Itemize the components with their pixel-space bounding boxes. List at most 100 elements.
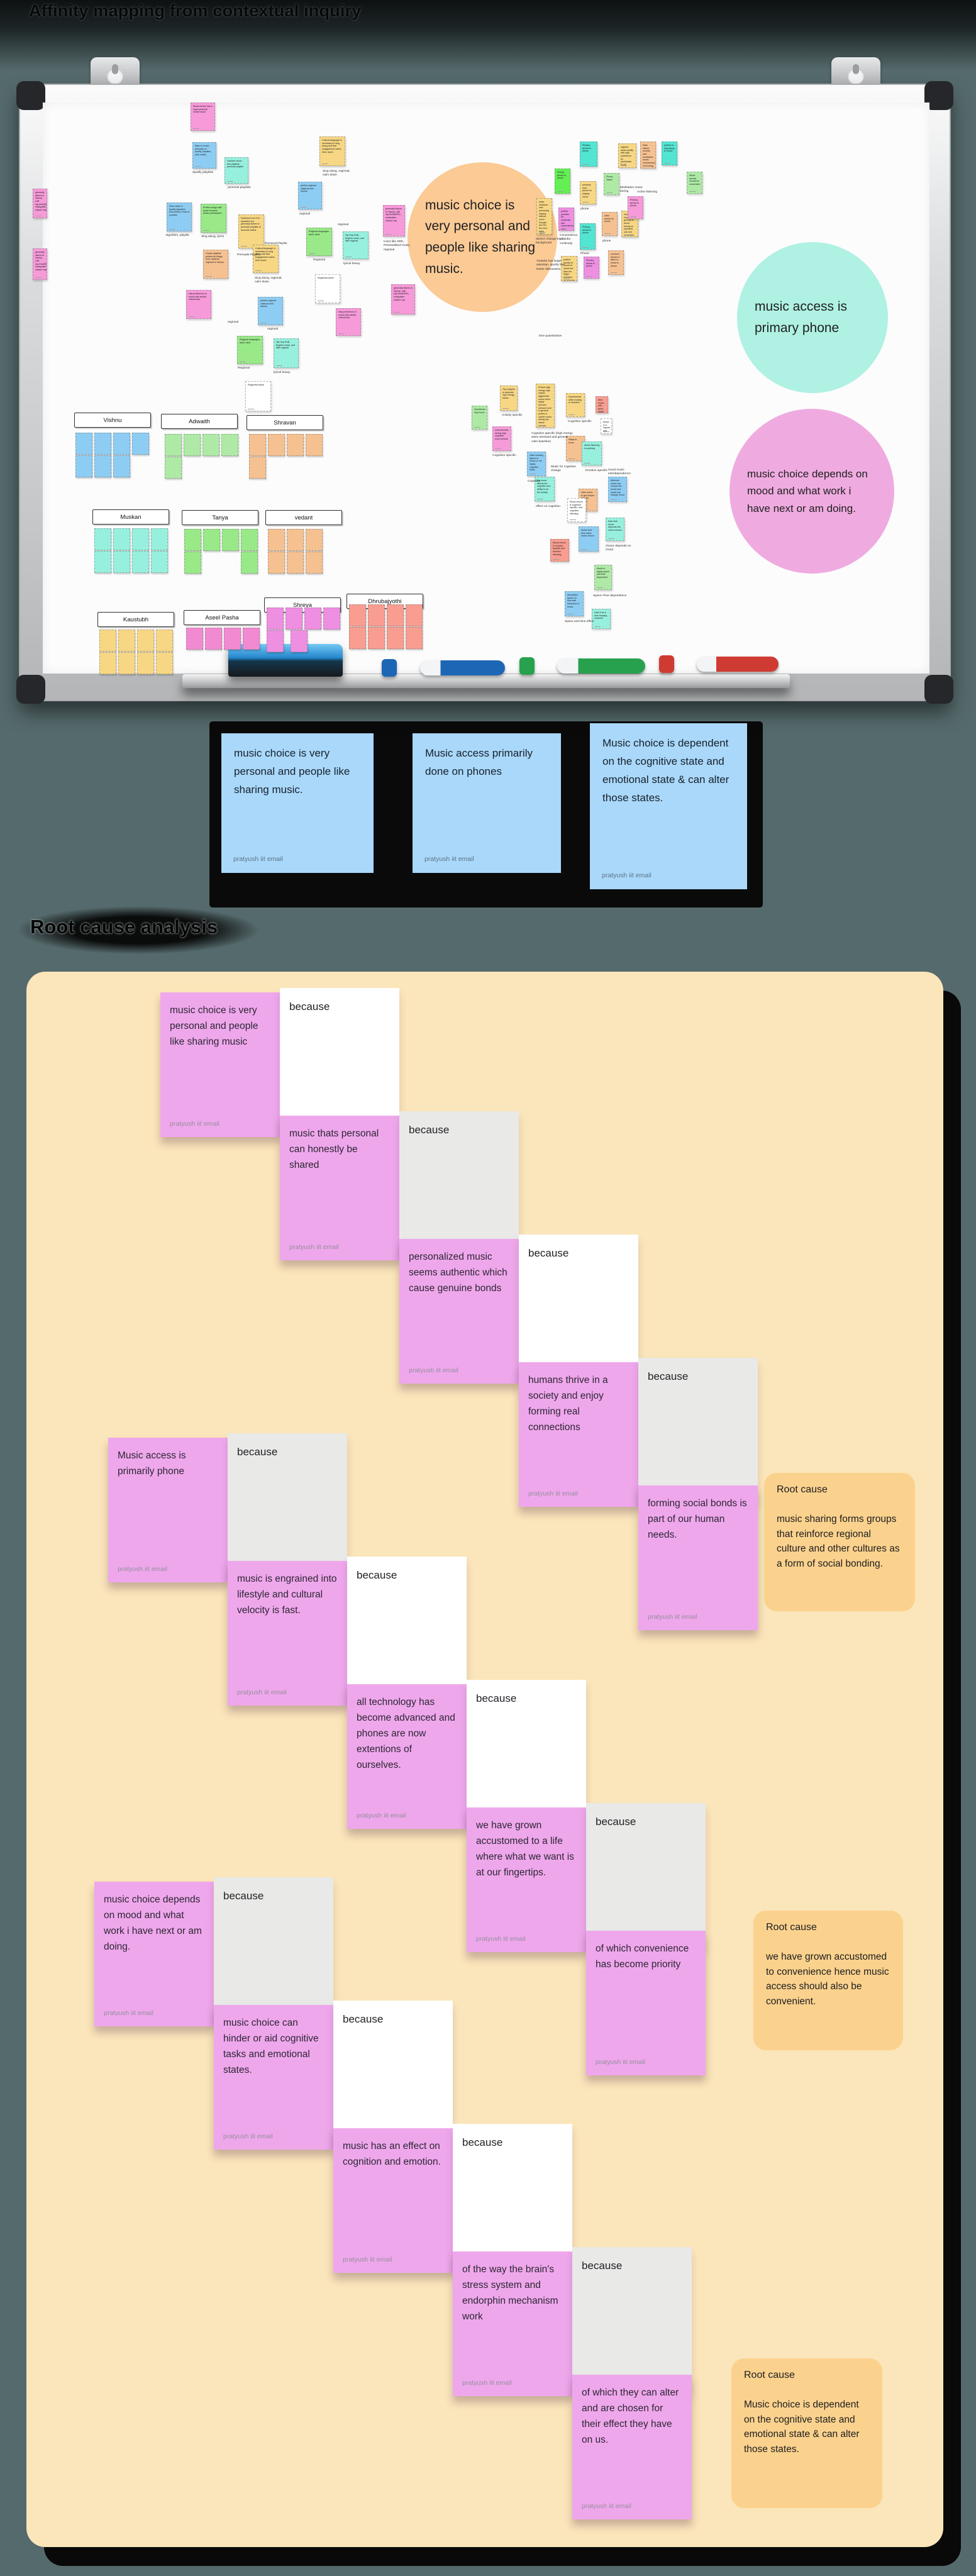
sticky-note[interactable]: Primay device is phone [555, 169, 570, 194]
participant-frame[interactable]: Shreya [264, 597, 341, 613]
because-note[interactable]: becausepratyush iit email [333, 2001, 453, 2145]
sticky-note[interactable]: the music affects the cognition and abil… [535, 477, 555, 501]
sticky-note[interactable]: feels that mood depends the music chosen [606, 518, 624, 541]
sticky-note-mini[interactable] [221, 434, 238, 456]
cause-note[interactable]: music choice is very personal and people… [160, 992, 280, 1137]
board-label[interactable]: effect on cognition [536, 505, 560, 508]
sticky-note-mini[interactable] [137, 630, 154, 652]
sticky-note-mini[interactable] [156, 630, 173, 652]
cause-note[interactable]: music choice depends on mood and what wo… [94, 1882, 214, 2026]
sticky-note-mini[interactable] [241, 552, 258, 574]
sticky-note[interactable]: associates space nd time with what kind … [565, 591, 584, 616]
participant-frame[interactable]: Aseel Pasha [184, 610, 260, 625]
participant-frame[interactable]: Adwaith [161, 414, 238, 429]
cause-note[interactable]: music is engrained into lifestyle and cu… [228, 1561, 347, 1706]
board-label[interactable]: Regional [238, 367, 250, 370]
sticky-note-mini[interactable] [306, 529, 323, 551]
board-label[interactable]: Convenience, youtube, continuity [560, 234, 579, 245]
cause-note[interactable]: music thats personal can honestly be sha… [280, 1116, 399, 1260]
board-label[interactable]: Sing along, regional, calm down [255, 277, 282, 284]
sticky-note-mini[interactable] [203, 529, 220, 551]
sticky-note-mini[interactable] [94, 455, 111, 477]
sticky-note-mini[interactable] [287, 529, 304, 551]
board-label[interactable]: Cognition [528, 480, 541, 483]
sticky-note[interactable]: Uses phone for music [602, 212, 618, 236]
sticky-note[interactable]: Has preference to music with similar cul… [336, 308, 361, 336]
sticky-note[interactable]: likes music with good beats as a hobby [596, 396, 608, 413]
board-label[interactable]: lyrical heavy [274, 371, 291, 374]
sticky-note-mini[interactable] [287, 552, 304, 574]
sticky-note[interactable]: Music is a regular part of day [601, 418, 612, 434]
sticky-note-mini[interactable] [186, 628, 203, 650]
sticky-note-mini[interactable] [99, 630, 116, 652]
sticky-note-mini[interactable] [156, 652, 173, 674]
sticky-note[interactable]: prefers youtube for continuity and conve… [558, 208, 574, 231]
cause-note[interactable]: of the way the brain's stress system and… [453, 2251, 572, 2396]
sticky-note-mini[interactable] [118, 630, 135, 652]
sticky-note[interactable]: Regional languages, tamil, hindi [237, 336, 263, 364]
because-note[interactable]: becausepratyush iit email [347, 1557, 467, 1701]
sticky-note-mini[interactable] [94, 433, 111, 455]
sticky-note[interactable]: Has preference to music with similar cul… [186, 290, 211, 319]
sticky-note-mini[interactable] [165, 457, 182, 479]
cause-note[interactable]: personalized music seems authentic which… [399, 1239, 519, 1384]
sticky-note-mini[interactable] [249, 457, 266, 479]
summary-card[interactable]: Music choice is dependent on the cogniti… [590, 723, 747, 889]
board-label[interactable]: Music for cognitive change [551, 465, 576, 473]
sticky-note[interactable]: Prefers songs with lyrics because active… [201, 204, 226, 233]
because-note[interactable]: becausepratyush iit email [228, 1433, 347, 1578]
because-note[interactable]: becausepratyush iit email [453, 2124, 572, 2268]
sticky-note[interactable]: generally listens to hiphop, chill rap,h… [391, 284, 415, 314]
sticky-note-mini[interactable] [387, 627, 404, 649]
sticky-note-mini[interactable] [267, 630, 284, 652]
sticky-note[interactable]: Primary device is phone [628, 196, 643, 219]
sticky-note[interactable]: Space and time effect music choice [579, 526, 599, 552]
sticky-note-mini[interactable] [202, 434, 219, 456]
sticky-note-mini[interactable] [323, 608, 340, 630]
sticky-note[interactable]: Regional languages, tamil, hindi [306, 228, 332, 256]
sticky-note[interactable]: prefers to sing along to music [662, 142, 677, 165]
board-label[interactable]: regional [299, 213, 311, 216]
sticky-note[interactable]: Music choice is cognition specific, and … [567, 498, 586, 522]
because-note[interactable]: becausepratyush iit email [572, 2247, 692, 2392]
sticky-note-mini[interactable] [165, 434, 182, 456]
board-label[interactable]: Sing along, regional, calm down [323, 170, 350, 177]
sticky-note-mini[interactable] [291, 630, 308, 652]
sticky-note[interactable]: prefers spotify for music for music but … [561, 256, 577, 281]
sticky-note-mini[interactable] [268, 529, 285, 551]
sticky-note[interactable]: Primary device is phone [580, 142, 597, 167]
sticky-note-mini[interactable] [406, 604, 423, 626]
because-note[interactable]: becausepratyush iit email [586, 1803, 706, 1948]
board-label[interactable]: Space and time effect [565, 620, 594, 623]
sticky-note-mini[interactable] [224, 628, 241, 650]
sticky-note[interactable]: Phone, Tablet [604, 173, 619, 195]
sticky-note[interactable]: Regional/culture [245, 381, 271, 411]
because-note[interactable]: becausepratyush iit email [519, 1235, 638, 1379]
sticky-note-mini[interactable] [406, 627, 423, 649]
sticky-note[interactable]: Active listening is soothing [582, 441, 602, 465]
cause-note[interactable]: of which convenience has become priority… [586, 1931, 706, 2075]
sticky-note-mini[interactable] [184, 529, 201, 551]
board-label[interactable]: Meditation music boring [620, 186, 643, 194]
sticky-note-mini[interactable] [222, 529, 239, 551]
participant-frame[interactable]: vedant [265, 510, 342, 525]
sticky-note[interactable]: Create playlists prefers all things, fro… [203, 250, 228, 279]
because-note[interactable]: becausepratyush iit email [399, 1111, 519, 1256]
sticky-note[interactable]: primarily uses phone for playing music [580, 181, 596, 204]
board-label[interactable]: Space-Time dependence [593, 594, 627, 597]
sticky-note-mini[interactable] [368, 627, 385, 649]
board-label[interactable]: Phone [580, 252, 589, 255]
because-note[interactable]: becausepratyush iit email [638, 1358, 758, 1502]
sticky-note[interactable]: listen to music primarily on spotify, pl… [192, 142, 216, 169]
sticky-note-mini[interactable] [75, 433, 92, 455]
participant-frame[interactable]: Kaustubh [97, 612, 174, 627]
sticky-note-mini[interactable] [132, 528, 149, 550]
participant-frame[interactable]: Shravan [247, 415, 323, 430]
board-label[interactable]: Cognition specific [492, 454, 516, 457]
sticky-note-mini[interactable] [113, 551, 130, 573]
sticky-note-mini[interactable] [94, 528, 111, 550]
board-label[interactable]: mood music interdependence [608, 469, 631, 476]
theme-circle[interactable]: music access is primary phone [737, 242, 888, 393]
board-label[interactable]: Spotify playlists [192, 171, 214, 174]
